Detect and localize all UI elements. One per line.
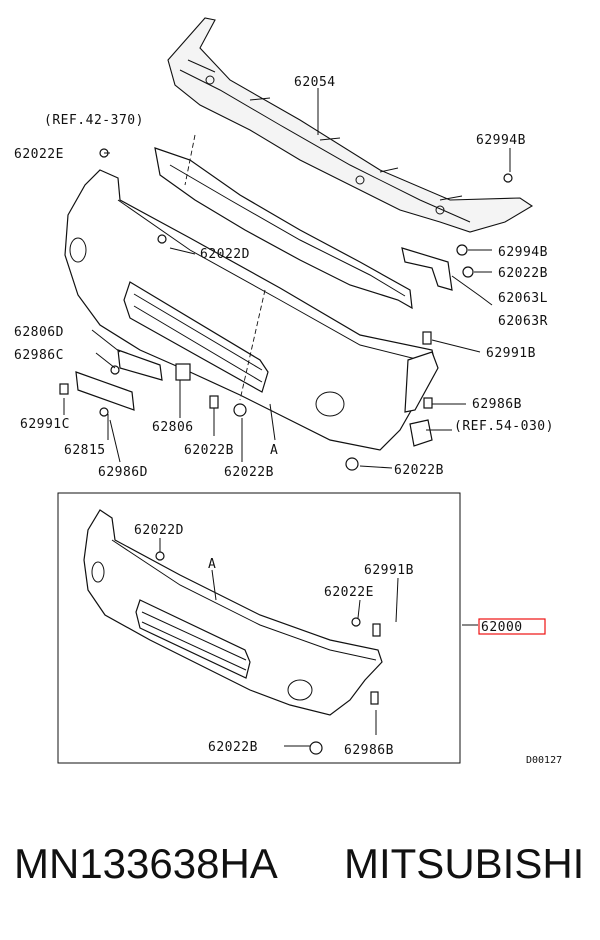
label-ref-54-030: (REF.54-030)	[454, 419, 554, 434]
label-62063l: 62063L	[498, 291, 548, 306]
label-a-top: A	[270, 443, 278, 458]
leader-lines	[63, 88, 511, 469]
inset-label-62022b: 62022B	[208, 740, 258, 755]
part-labels: 62054 (REF.42-370) 62022E 62994B 62022D …	[14, 75, 562, 766]
label-62994b: 62994B	[476, 133, 526, 148]
ref-bracket	[154, 147, 413, 310]
label-62063r: 62063R	[498, 314, 548, 329]
part-number: MN133638HA	[14, 840, 278, 887]
label-62054: 62054	[294, 75, 336, 90]
diagram-code: D00127	[526, 755, 562, 766]
inset-label-a: A	[208, 557, 216, 572]
inset-assembly	[57, 492, 546, 764]
label-62806: 62806	[152, 420, 194, 435]
label-62022d: 62022D	[200, 247, 250, 262]
label-62991b: 62991B	[486, 346, 536, 361]
label-62022b-a: 62022B	[184, 443, 234, 458]
license-bracket	[75, 349, 191, 411]
label-62986d: 62986D	[98, 465, 148, 480]
label-62994b-mid: 62994B	[498, 245, 548, 260]
label-62022b-right: 62022B	[498, 266, 548, 281]
label-62986c: 62986C	[14, 348, 64, 363]
label-62806d: 62806D	[14, 325, 64, 340]
inset-label-62022d: 62022D	[134, 523, 184, 538]
label-62022b-right2: 62022B	[394, 463, 444, 478]
label-62000: 62000	[481, 620, 523, 635]
inset-label-62991b: 62991B	[364, 563, 414, 578]
label-62986b: 62986B	[472, 397, 522, 412]
label-62991c: 62991C	[20, 417, 70, 432]
fasteners	[59, 148, 513, 471]
reinforcement-beam	[167, 17, 534, 233]
inset-label-62022e: 62022E	[324, 585, 374, 600]
brand-name: MITSUBISHI	[344, 840, 585, 887]
footer-caption: MN133638HA MITSUBISHI	[0, 840, 600, 910]
label-62022e: 62022E	[14, 147, 64, 162]
parts-diagram: 62054 (REF.42-370) 62022E 62994B 62022D …	[14, 17, 562, 766]
label-62815: 62815	[64, 443, 106, 458]
label-62022b-b: 62022B	[224, 465, 274, 480]
label-ref-42-370: (REF.42-370)	[44, 113, 144, 128]
inset-label-62986b: 62986B	[344, 743, 394, 758]
